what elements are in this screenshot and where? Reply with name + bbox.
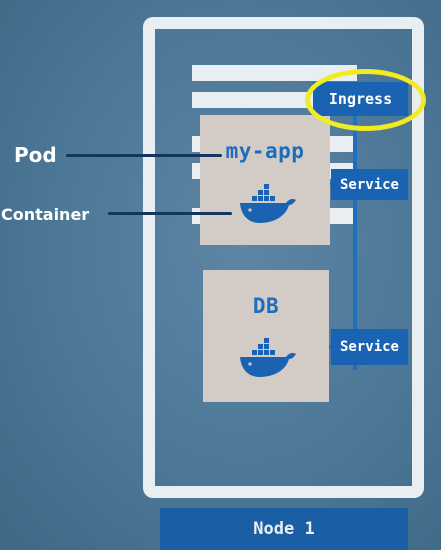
ingress-highlight-ring	[305, 69, 426, 131]
container-label: Container	[1, 205, 90, 224]
db-service-box[interactable]: Service	[331, 329, 408, 365]
pod-label: Pod	[14, 143, 57, 167]
stripe	[192, 65, 357, 81]
service-connector-line	[353, 115, 357, 370]
pod-my-app: my-app	[200, 115, 330, 245]
docker-whale-icon	[240, 184, 296, 223]
pod-pointer-line	[66, 154, 222, 157]
app-service-box[interactable]: Service	[331, 169, 408, 200]
docker-whale-icon	[240, 338, 296, 377]
container-pointer-line	[108, 212, 232, 215]
pod-db: DB	[203, 270, 329, 402]
node-label: Node 1	[160, 508, 408, 550]
pod-title-db: DB	[252, 294, 280, 318]
pod-title-my-app: my-app	[225, 139, 305, 163]
node-frame	[143, 17, 424, 498]
